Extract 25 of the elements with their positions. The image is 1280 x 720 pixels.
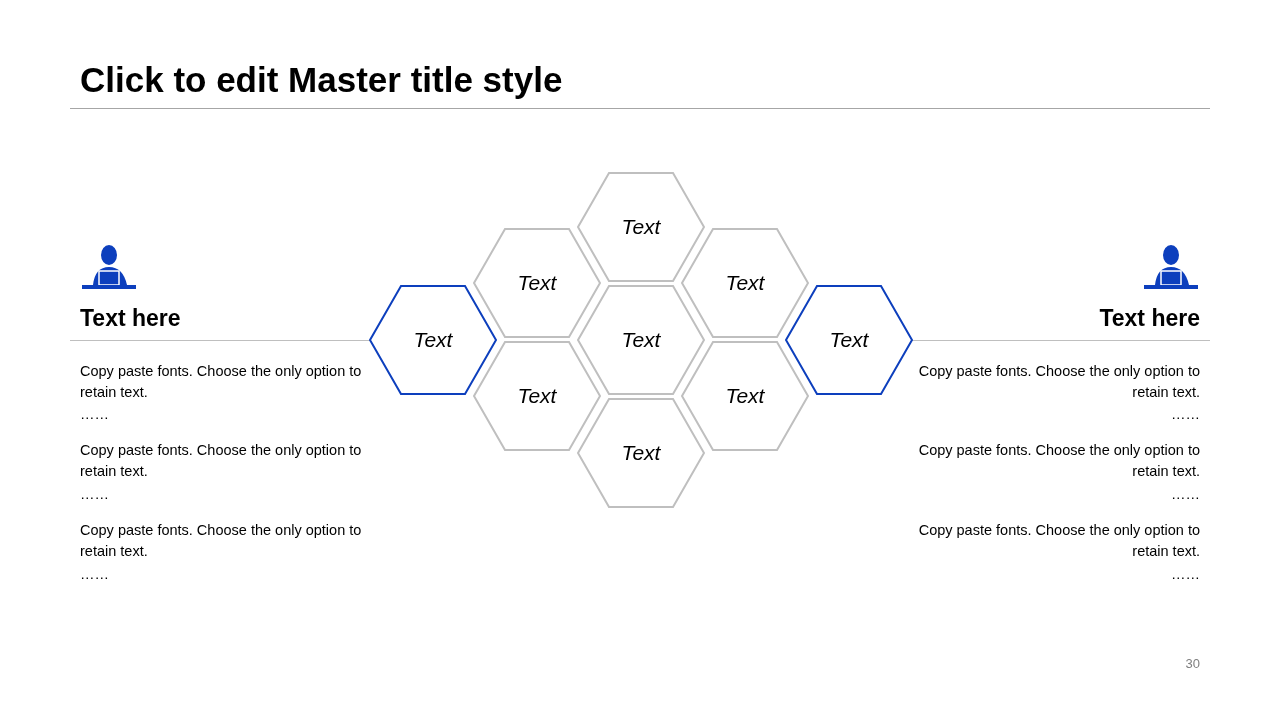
ellipsis-text: ……: [1171, 405, 1200, 424]
body-text: Copy paste fonts. Choose the only option to retain text.: [917, 362, 1200, 402]
body-text: Copy paste fonts. Choose the only option to retain text.: [80, 441, 363, 481]
hexagon: Text: [369, 285, 497, 395]
section-heading: Text here: [1099, 305, 1200, 332]
section-heading: Text here: [80, 305, 181, 332]
body-text: Copy paste fonts. Choose the only option to retain text.: [917, 441, 1200, 481]
page-number: 30: [1185, 656, 1200, 671]
hexagon: Text: [473, 228, 601, 338]
hexagon: Text: [785, 285, 913, 395]
hexagon: Text: [577, 285, 705, 395]
ellipsis-text: ……: [80, 485, 109, 504]
hexagon: Text: [473, 341, 601, 451]
ellipsis-text: ……: [80, 565, 109, 584]
ellipsis-text: ……: [1171, 565, 1200, 584]
body-text: Copy paste fonts. Choose the only option to retain text.: [80, 362, 363, 402]
hexagon: Text: [681, 341, 809, 451]
body-text: Copy paste fonts. Choose the only option to retain text.: [80, 521, 363, 561]
body-text: Copy paste fonts. Choose the only option to retain text.: [917, 521, 1200, 561]
ellipsis-text: ……: [1171, 485, 1200, 504]
slide-title: Click to edit Master title style: [80, 60, 563, 100]
hexagon: Text: [577, 172, 705, 282]
ellipsis-text: ……: [80, 405, 109, 424]
hexagon: Text: [681, 228, 809, 338]
hexagon: Text: [577, 398, 705, 508]
